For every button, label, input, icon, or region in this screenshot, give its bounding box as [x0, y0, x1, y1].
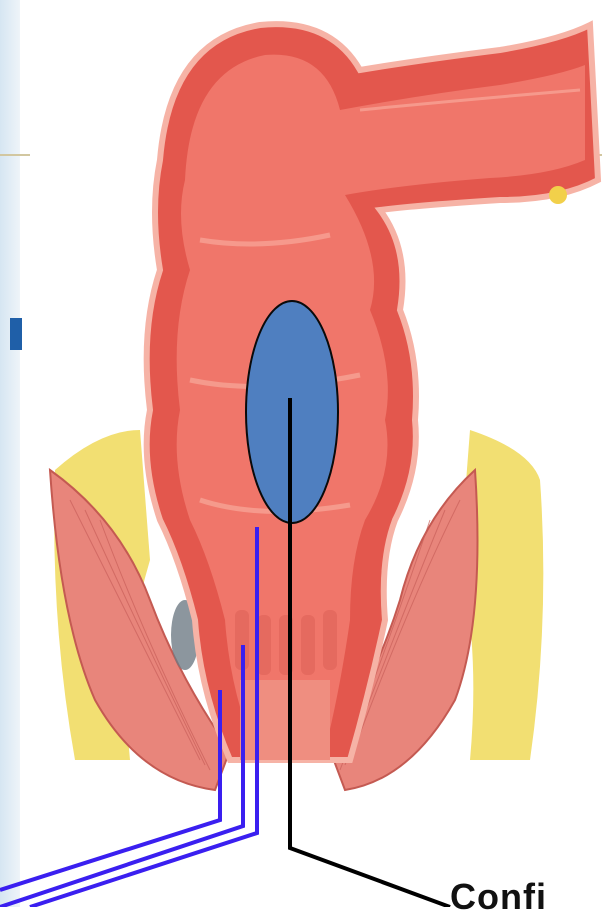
bottom-right-label: Confi — [450, 876, 547, 918]
left-blue-marker — [10, 318, 22, 350]
yellow-node — [549, 186, 567, 204]
anal-canal — [240, 680, 330, 760]
